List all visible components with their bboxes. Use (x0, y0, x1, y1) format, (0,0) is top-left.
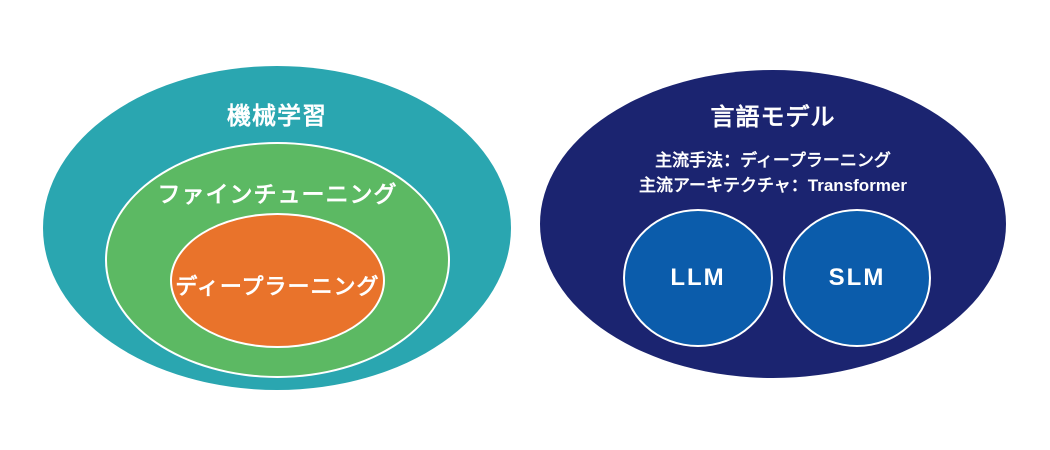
fine-tuning-label: ファインチューニング (157, 181, 398, 207)
mainstream-architecture-note: 主流アーキテクチャ：Transformer (638, 176, 907, 195)
llm-label: LLM (670, 264, 726, 291)
language-model-notes: 主流手法：ディープラーニング 主流アーキテクチャ：Transformer (540, 148, 1006, 198)
llm-circle: LLM (623, 209, 773, 347)
machine-learning-label: 機械学習 (227, 103, 327, 130)
deep-learning-ellipse (170, 213, 385, 348)
language-model-label: 言語モデル (710, 104, 836, 131)
deep-learning-label: ディープラーニング (175, 274, 380, 299)
slm-label: SLM (828, 264, 886, 291)
language-model-ellipse (540, 70, 1006, 378)
slm-circle: SLM (783, 209, 931, 347)
mainstream-method-note: 主流手法：ディープラーニング (655, 151, 891, 170)
